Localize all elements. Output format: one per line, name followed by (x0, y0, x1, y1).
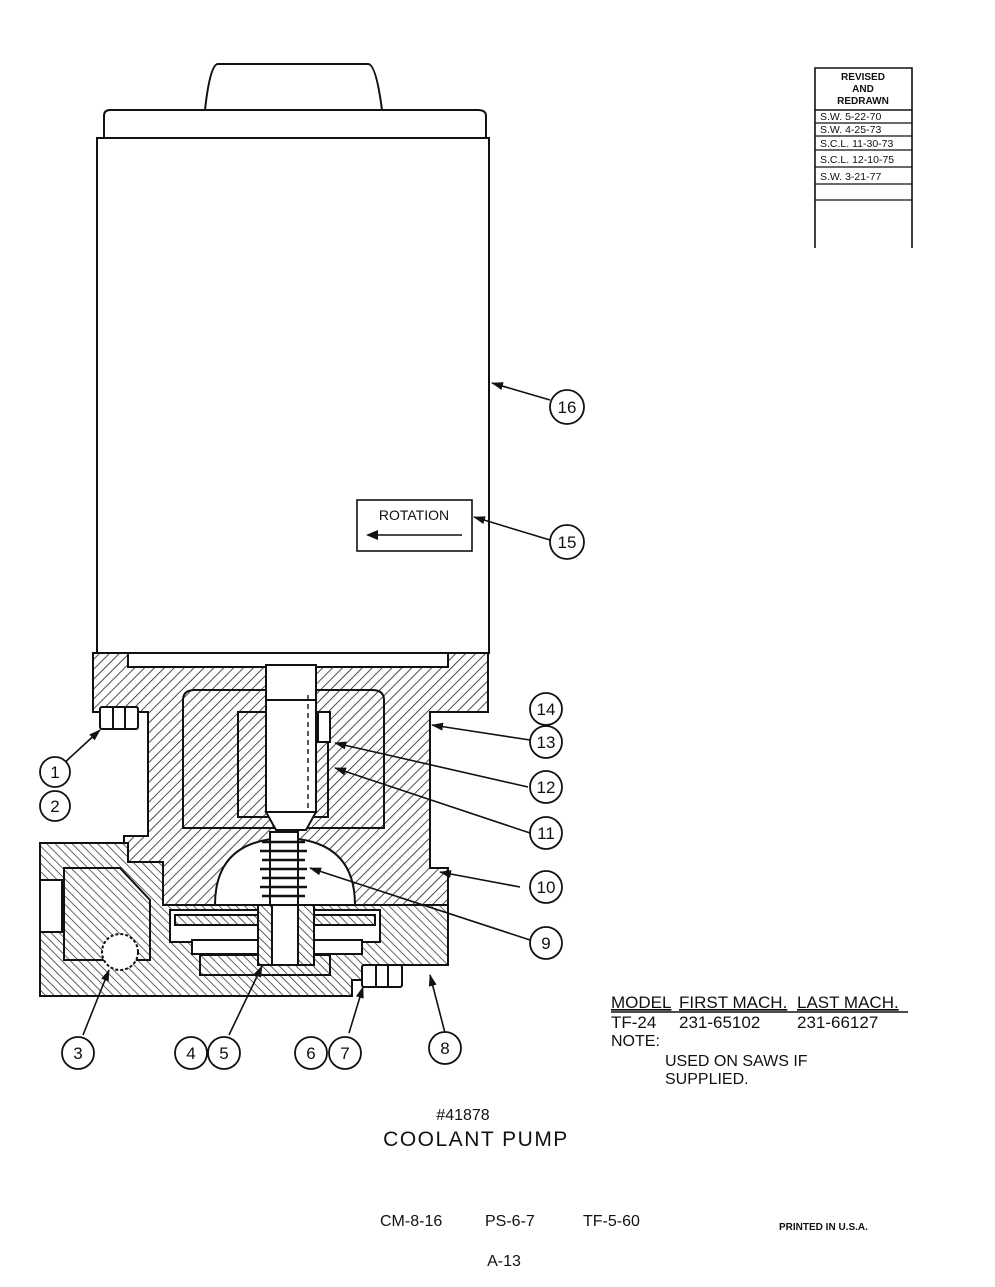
callout-12-label: 12 (537, 778, 556, 797)
callout-15-label: 15 (558, 533, 577, 552)
title-block: #41878 COOLANT PUMP (383, 1107, 569, 1151)
ref-2: PS-6-7 (485, 1213, 535, 1230)
callout-13-label: 13 (537, 733, 556, 752)
revision-heading-3: REDRAWN (837, 96, 889, 107)
callout-12 (529, 770, 563, 804)
leader-lines (61, 382, 551, 1036)
model-table: MODEL FIRST MACH. LAST MACH. TF-24 231-6… (611, 993, 908, 1032)
revision-heading-2: AND (852, 84, 874, 95)
ref-1: CM-8-16 (380, 1213, 442, 1230)
drawing-title: COOLANT PUMP (383, 1128, 569, 1151)
revision-entry-4: S.C.L. 12-10-75 (820, 154, 894, 166)
first-mach-header: FIRST MACH. (679, 993, 787, 1012)
callout-10-label: 10 (537, 878, 556, 897)
note-label: NOTE: (611, 1033, 660, 1050)
revision-entry-2: S.W. 4-25-73 (820, 124, 881, 136)
callout-16 (549, 389, 585, 425)
callouts (39, 389, 585, 1070)
motor-housing (96, 63, 490, 654)
bolt-head-6 (361, 964, 403, 988)
note-line-1: USED ON SAWS IF (665, 1053, 808, 1070)
callout-8 (428, 1031, 462, 1065)
bolt-head-1 (99, 706, 139, 730)
callout-14 (529, 692, 563, 726)
callout-10 (529, 870, 563, 904)
callout-14-label: 14 (537, 700, 556, 719)
callout-3 (61, 1036, 95, 1070)
plug-3 (101, 933, 139, 971)
motor-body (96, 137, 490, 654)
callout-6-label: 6 (306, 1044, 315, 1063)
motor-end-bell (103, 109, 487, 138)
rotation-box: ROTATION (356, 499, 473, 552)
callout-numbers: 1 2 3 4 5 6 7 8 9 10 11 12 13 14 15 16 (50, 398, 576, 1063)
callout-5-label: 5 (219, 1044, 228, 1063)
note: NOTE: USED ON SAWS IF SUPPLIED. (611, 1033, 808, 1088)
callout-4 (174, 1036, 208, 1070)
callout-1 (39, 756, 71, 788)
part-number: #41878 (436, 1107, 489, 1124)
callout-9-label: 9 (541, 934, 550, 953)
page-number: A-13 (487, 1253, 521, 1270)
callout-5 (207, 1036, 241, 1070)
last-mach-header: LAST MACH. (797, 993, 899, 1012)
footer: CM-8-16 PS-6-7 TF-5-60 PRINTED IN U.S.A.… (380, 1213, 868, 1270)
revision-entry-1: S.W. 5-22-70 (820, 111, 881, 123)
revision-heading-1: REVISED (841, 72, 885, 83)
callout-16-label: 16 (558, 398, 577, 417)
callout-4-label: 4 (186, 1044, 195, 1063)
rotation-label: ROTATION (379, 507, 449, 523)
revision-entry-3: S.C.L. 11-30-73 (820, 138, 894, 150)
ref-3: TF-5-60 (583, 1213, 640, 1230)
hardware (99, 706, 403, 988)
revision-entry-5: S.W. 3-21-77 (820, 171, 881, 183)
callout-13 (529, 725, 563, 759)
impeller-assembly (169, 664, 381, 966)
callout-15 (549, 524, 585, 560)
revision-block: REVISED AND REDRAWN S.W. 5-22-70 S.W. 4-… (814, 67, 913, 248)
last-mach-value: 231-66127 (797, 1013, 878, 1032)
model-value: TF-24 (611, 1013, 656, 1032)
callout-8-label: 8 (440, 1039, 449, 1058)
callout-11 (529, 816, 563, 850)
callout-7-label: 7 (340, 1044, 349, 1063)
callout-2-label: 2 (50, 797, 59, 816)
callout-2 (39, 790, 71, 822)
callout-9 (529, 926, 563, 960)
printed-in-usa: PRINTED IN U.S.A. (779, 1222, 868, 1233)
callout-7 (328, 1036, 362, 1070)
callout-11-label: 11 (537, 824, 555, 843)
first-mach-value: 231-65102 (679, 1013, 760, 1032)
motor-top-cap (204, 63, 383, 111)
callout-6 (294, 1036, 328, 1070)
callout-1-label: 1 (50, 763, 59, 782)
note-line-2: SUPPLIED. (665, 1071, 749, 1088)
callout-3-label: 3 (73, 1044, 82, 1063)
model-header: MODEL (611, 993, 671, 1012)
